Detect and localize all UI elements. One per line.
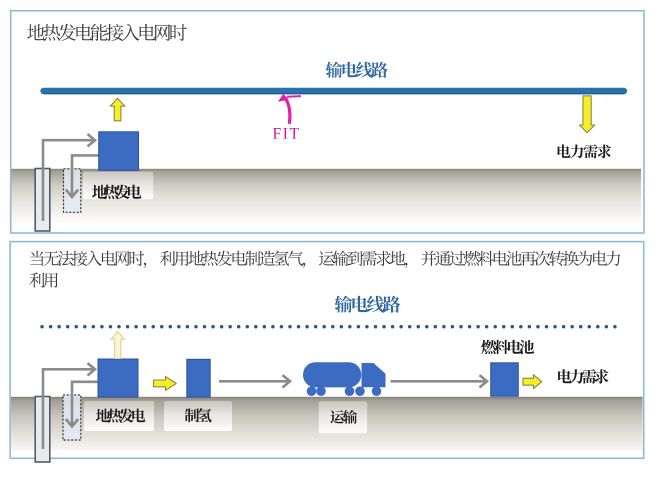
- svg-text:FIT: FIT: [273, 126, 301, 143]
